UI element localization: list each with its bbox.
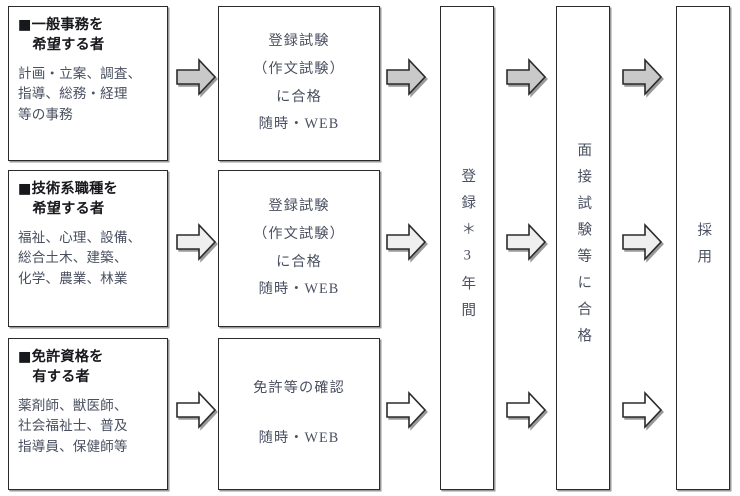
arrow-interview-to-hire-1-icon [622, 57, 664, 98]
arrow-registration-to-interview-3-icon [506, 390, 548, 431]
arrow-shape [386, 390, 426, 430]
hire-label: 採用 [695, 221, 712, 275]
arrow-shape [386, 57, 426, 97]
arrow-shape [622, 57, 662, 97]
arrow-shape [506, 222, 546, 262]
exam-line: に合格 [276, 253, 322, 270]
exam-box-registration-general: 登録試験 （作文試験） に合格 随時・WEB [218, 6, 380, 161]
category-title: ■免許資格を 有する者 [18, 349, 104, 386]
category-title: ■一般事務を 希望する者 [18, 17, 105, 54]
arrow-shape [176, 390, 216, 430]
arrow-registration-to-interview-1-icon [506, 57, 548, 98]
category-title: ■技術系職種を 希望する者 [18, 181, 118, 218]
exam-line: 登録試験 [268, 33, 330, 50]
registration-label: 登録＊3年間 [459, 167, 476, 329]
arrow-shape [506, 390, 546, 430]
category-body: 薬剤師、獣医師、 社会福祉士、普及 指導員、保健師等 [18, 398, 128, 454]
exam-box-registration-technical: 登録試験 （作文試験） に合格 随時・WEB [218, 170, 380, 327]
arrow-shape [386, 222, 426, 262]
category-box-licensed: ■免許資格を 有する者 薬剤師、獣医師、 社会福祉士、普及 指導員、保健師等 [8, 338, 168, 490]
registration-column: 登録＊3年間 [440, 6, 494, 490]
exam-line: 随時・WEB [258, 116, 340, 133]
arrow-exam1-to-registration-icon [386, 57, 428, 98]
exam-line: に合格 [276, 88, 322, 105]
arrow-cat1-to-exam1-icon [176, 57, 218, 98]
arrow-shape [176, 57, 216, 97]
category-box-technical: ■技術系職種を 希望する者 福祉、心理、設備、 総合土木、建築、 化学、農業、林… [8, 170, 168, 327]
arrow-shape [622, 390, 662, 430]
arrow-shape [176, 222, 216, 262]
category-body: 福祉、心理、設備、 総合土木、建築、 化学、農業、林業 [18, 230, 142, 286]
arrow-registration-to-interview-2-icon [506, 222, 548, 263]
exam-line: 登録試験 [268, 198, 330, 215]
arrow-shape [622, 222, 662, 262]
exam-line: （作文試験） [253, 225, 345, 242]
category-box-general-affairs: ■一般事務を 希望する者 計画・立案、調査、 指導、総務・経理 等の事務 [8, 6, 168, 161]
arrow-interview-to-hire-2-icon [622, 222, 664, 263]
exam-box-license-check: 免許等の確認 随時・WEB [218, 338, 380, 490]
exam-line: 随時・WEB [258, 430, 340, 446]
interview-column: 面接試験等に合格 [556, 6, 610, 490]
hire-column: 採用 [676, 6, 730, 490]
arrow-exam2-to-registration-icon [386, 222, 428, 263]
exam-line: 随時・WEB [258, 281, 340, 298]
arrow-shape [506, 57, 546, 97]
exam-line: （作文試験） [253, 60, 345, 77]
arrow-cat2-to-exam2-icon [176, 222, 218, 263]
interview-label: 面接試験等に合格 [575, 142, 592, 354]
category-body: 計画・立案、調査、 指導、総務・経理 等の事務 [18, 66, 142, 122]
arrow-cat3-to-exam3-icon [176, 390, 218, 431]
exam-line: 免許等の確認 [253, 380, 345, 397]
arrow-exam3-to-registration-icon [386, 390, 428, 431]
arrow-interview-to-hire-3-icon [622, 390, 664, 431]
